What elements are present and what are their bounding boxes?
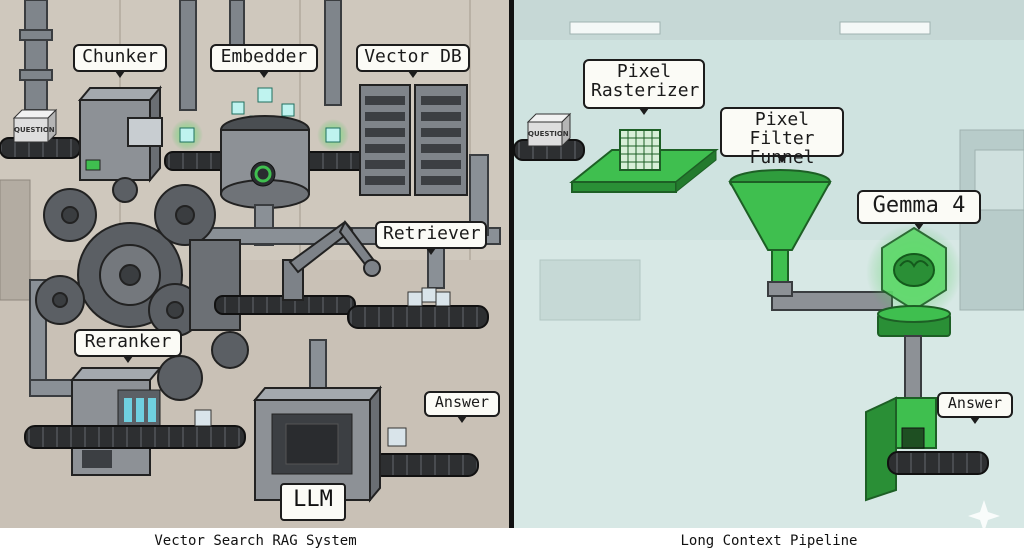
llm-machine xyxy=(252,385,383,503)
question-tag-left: QUESTION xyxy=(14,126,55,134)
label-chunker: Chunker xyxy=(73,44,167,78)
caption-strip xyxy=(0,528,1024,559)
label-llm: LLM xyxy=(280,483,346,521)
label-embedder: Embedder xyxy=(210,44,318,78)
caption-left: Vector Search RAG System xyxy=(154,533,357,549)
mid-conveyor xyxy=(214,287,489,329)
question-tag-right: QUESTION xyxy=(528,130,569,138)
question-conveyor xyxy=(513,112,585,161)
left-panel xyxy=(0,0,511,528)
label-answer-right: Answer xyxy=(937,392,1013,424)
gemma-node xyxy=(866,224,962,407)
caption-right: Long Context Pipeline xyxy=(680,533,858,549)
panel-divider xyxy=(509,0,514,528)
filter-funnel xyxy=(728,169,893,311)
chunker-machine xyxy=(77,85,163,183)
overhead-pipes xyxy=(19,0,342,111)
answer-output xyxy=(865,396,989,502)
label-vector-db: Vector DB xyxy=(356,44,470,78)
vector-db-servers xyxy=(359,84,468,196)
embedder-machine xyxy=(220,115,310,209)
right-panel xyxy=(513,0,1024,532)
press-machine xyxy=(189,239,241,331)
retriever-arm xyxy=(282,220,381,301)
label-retriever: Retriever xyxy=(375,221,487,255)
question-box-left xyxy=(12,108,58,144)
rasterizer-plate xyxy=(569,129,719,194)
label-pixel-filter-funnel: Pixel Filter Funnel xyxy=(720,107,844,167)
reranker-machine xyxy=(69,367,163,476)
label-answer-left: Answer xyxy=(424,391,500,423)
label-pixel-rasterizer: Pixel Rasterizer xyxy=(583,59,705,115)
gear-cluster xyxy=(35,177,249,401)
label-reranker: Reranker xyxy=(74,329,182,363)
label-gemma-4: Gemma 4 xyxy=(857,190,981,230)
sparkle-icon xyxy=(968,500,1000,532)
bottom-conveyor xyxy=(24,409,479,477)
